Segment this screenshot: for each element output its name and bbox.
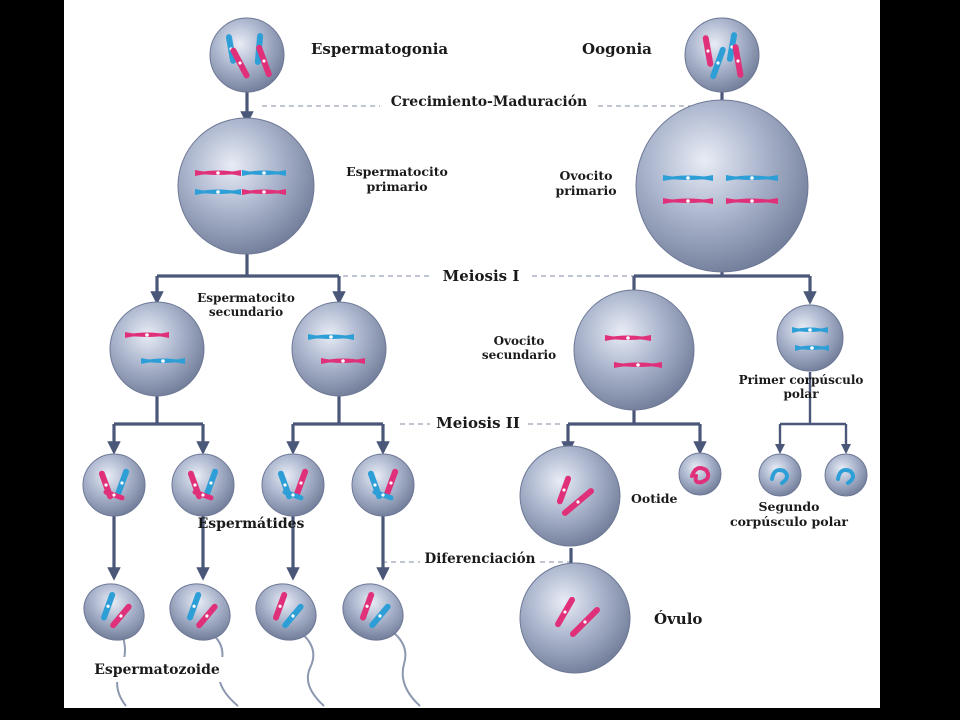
cell-polar-body-small <box>678 452 722 496</box>
label-ovocito-secundario-1: Ovocito <box>494 334 545 348</box>
cell-espermatozoide-1 <box>83 583 145 641</box>
cell-ovocito-secundario <box>573 289 695 411</box>
cell-espermatide-3 <box>261 453 325 517</box>
cell-oogonia <box>684 17 760 93</box>
cell-espermatozoide-2 <box>169 583 231 641</box>
label-primer-corpusculo-2: polar <box>783 387 819 401</box>
label-segundo-corpusculo-1: Segundo <box>759 499 820 514</box>
cell-espermatide-4 <box>351 453 415 517</box>
label-crecimiento-maduracion: Crecimiento-Maduración <box>391 94 587 110</box>
label-ovocito-primario-2: primario <box>555 183 616 198</box>
cell-espermatozoide-4 <box>342 583 404 641</box>
label-ovocito-secundario-2: secundario <box>482 348 556 362</box>
label-espermatozoide: Espermatozoide <box>94 662 220 678</box>
label-ovulo: Óvulo <box>654 610 702 628</box>
label-ovocito-primario-1: Ovocito <box>560 168 613 183</box>
cell-primer-corpusculo-polar <box>776 304 844 372</box>
label-espermatocito-primario-2: primario <box>366 179 427 194</box>
label-espermatocito-secundario-1: Espermatocito <box>197 291 295 305</box>
cell-espermatogonia <box>209 17 285 93</box>
label-diferenciacion: Diferenciación <box>424 551 535 567</box>
cell-ovocito-primario <box>635 99 809 273</box>
label-primer-corpusculo-1: Primer corpúsculo <box>739 373 864 387</box>
cell-espermatocito-secundario-1 <box>109 301 205 397</box>
label-oogonia: Oogonia <box>582 40 652 58</box>
cell-ootide <box>519 445 621 547</box>
cells <box>82 17 868 674</box>
label-meiosis-ii: Meiosis II <box>436 414 520 432</box>
label-espermatocito-secundario-2: secundario <box>209 305 283 319</box>
cell-segundo-corpusculo-2 <box>824 453 868 497</box>
frame-right <box>880 0 960 720</box>
label-espermatogonia: Espermatogonia <box>311 40 448 58</box>
cell-espermatide-1 <box>82 453 146 517</box>
label-ootide: Ootide <box>631 491 677 506</box>
cell-espermatide-2 <box>171 453 235 517</box>
label-espermatocito-primario-1: Espermatocito <box>346 164 448 179</box>
cell-ovulo <box>519 562 631 674</box>
cell-segundo-corpusculo-1 <box>758 453 802 497</box>
espermatozoide-label-box <box>79 657 235 682</box>
frame-left <box>0 0 64 720</box>
label-meiosis-i: Meiosis I <box>443 267 520 285</box>
label-espermatides: Espermátides <box>198 516 305 532</box>
cell-espermatocito-secundario-2 <box>291 301 387 397</box>
labels: Espermatogonia Oogonia Crecimiento-Madur… <box>79 40 863 682</box>
label-segundo-corpusculo-2: corpúsculo polar <box>730 514 848 529</box>
frame-bottom <box>0 708 960 720</box>
cell-espermatocito-primario <box>177 117 315 255</box>
cell-espermatozoide-3 <box>255 583 317 641</box>
